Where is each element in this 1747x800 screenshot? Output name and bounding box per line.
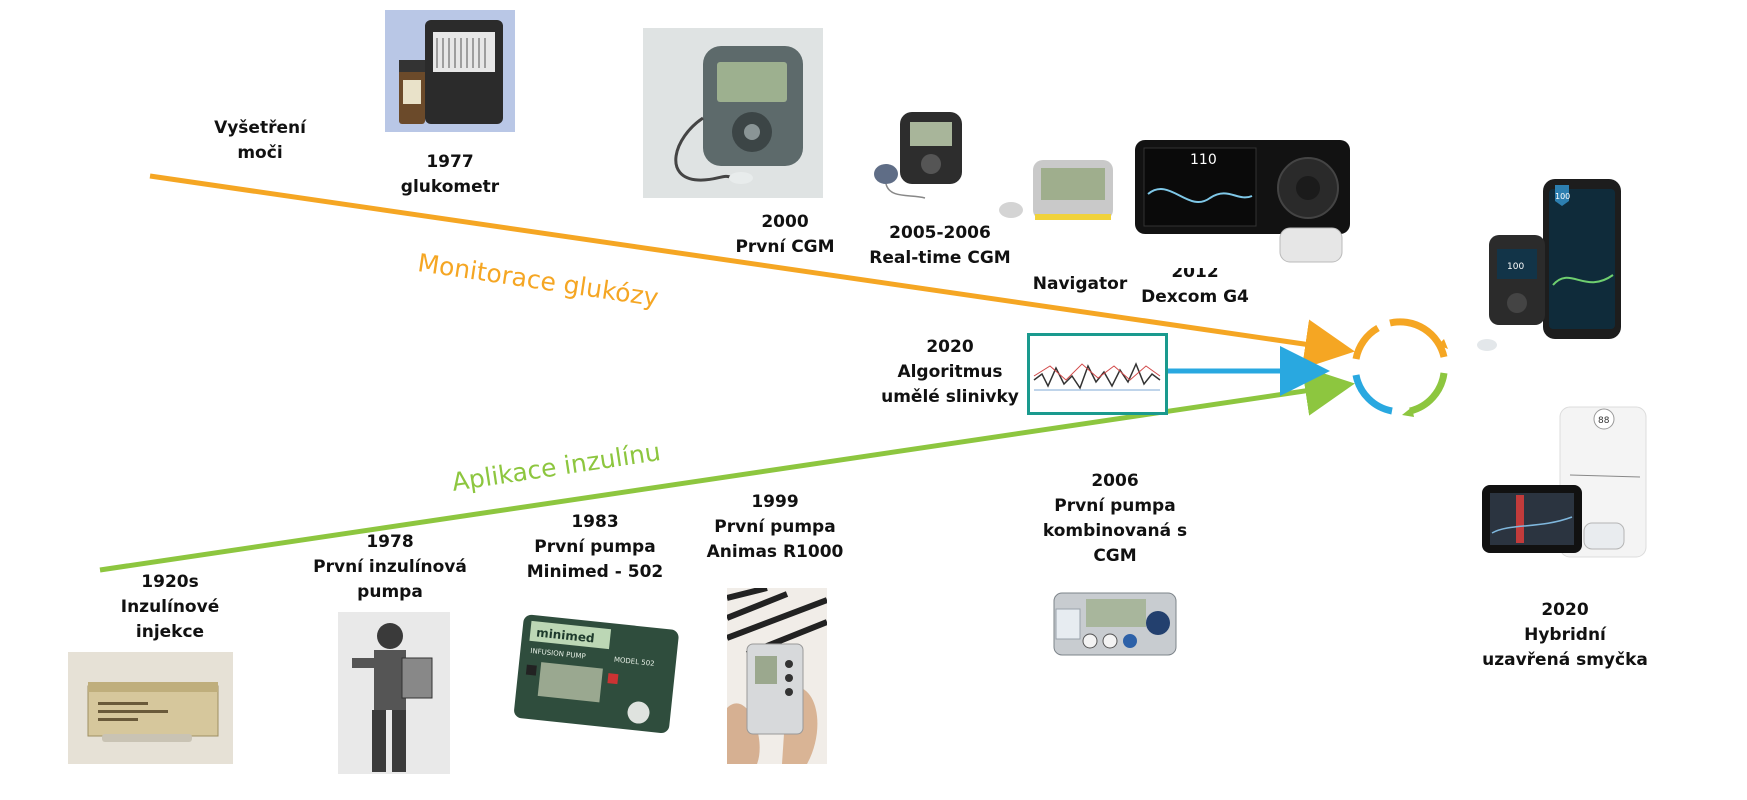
label-urine-test: Vyšetření moči <box>190 116 330 166</box>
label-line: CGM <box>1093 546 1137 566</box>
label-first-cgm: 2000 První CGM <box>715 210 855 260</box>
label-line: Animas R1000 <box>706 542 844 562</box>
label-line: Inzulínové <box>120 597 220 617</box>
navigator-receiver-icon <box>995 150 1120 230</box>
hybrid-loop-pump-phone-icon: 100 100 <box>1475 175 1630 355</box>
label-line: injekce <box>135 622 205 642</box>
app-reading: 88 <box>1598 416 1610 426</box>
label-year: 1977 <box>426 152 474 172</box>
label-line: Hybridní <box>1524 625 1606 645</box>
label-line: První pumpa <box>714 517 836 537</box>
monitoring-timeline-arrow <box>149 173 1355 369</box>
label-line: glukometr <box>400 177 500 197</box>
label-line: umělé slinivky <box>881 387 1019 407</box>
label-line: moči <box>237 143 283 163</box>
first-cgm-device-icon <box>643 28 823 198</box>
combined-pump-cgm-icon <box>1050 583 1180 663</box>
label-year: 2006 <box>1091 471 1139 491</box>
label-minimed: 1983 První pumpa Minimed - 502 <box>520 510 670 585</box>
label-line: Dexcom G4 <box>1141 287 1249 307</box>
label-year: 2000 <box>761 212 809 232</box>
algorithm-graph-icon <box>1027 333 1168 415</box>
label-line: kombinovaná s <box>1042 521 1188 541</box>
label-line: První inzulínová <box>313 557 467 577</box>
insulin-timeline-arrow <box>99 366 1355 573</box>
animas-pump-icon <box>727 588 827 764</box>
label-glucometer: 1977 glukometr <box>380 150 520 200</box>
pump-reading: 100 <box>1507 262 1524 272</box>
label-year: 1999 <box>751 492 799 512</box>
realtime-cgm-device-icon <box>870 104 980 206</box>
minimed-502-pump-icon: minimed INFUSION PUMP MODEL 502 <box>512 612 682 742</box>
label-line: První pumpa <box>534 537 656 557</box>
label-year: 1983 <box>571 512 619 532</box>
label-line: První CGM <box>735 237 835 257</box>
label-line: uzavřená smyčka <box>1482 650 1648 670</box>
minimed-brand: minimed <box>536 625 596 645</box>
label-animas: 1999 První pumpa Animas R1000 <box>700 490 850 565</box>
label-combined-pump: 2006 První pumpa kombinovaná s CGM <box>1040 469 1190 569</box>
label-algorithm: 2020 Algoritmus umělé slinivky <box>870 335 1030 410</box>
glucometer-icon <box>385 10 515 132</box>
phone-reading: 100 <box>1555 192 1570 201</box>
label-line: Vyšetření <box>214 118 306 138</box>
early-insulin-pump-icon <box>338 612 450 774</box>
label-year: 2005-2006 <box>889 223 991 243</box>
dexcom-reading: 110 <box>1190 152 1217 168</box>
label-year: 1978 <box>366 532 414 552</box>
label-line: Minimed - 502 <box>526 562 664 582</box>
label-line: První pumpa <box>1054 496 1176 516</box>
label-year: 1920s <box>141 572 199 592</box>
label-insulin-injection: 1920s Inzulínové injekce <box>100 570 240 645</box>
label-first-insulin-pump: 1978 První inzulínová pumpa <box>305 530 475 605</box>
label-navigator: Navigator <box>1020 272 1140 297</box>
label-hybrid-closed-loop: 2020 Hybridní uzavřená smyčka <box>1480 598 1650 673</box>
label-line: Real-time CGM <box>869 248 1011 268</box>
closed-loop-cycle-icon <box>1352 318 1448 417</box>
label-line: pumpa <box>357 582 423 602</box>
label-line: Navigator <box>1032 274 1128 294</box>
insulin-vial-box-icon <box>68 652 233 764</box>
label-line: Algoritmus <box>897 362 1003 382</box>
hybrid-loop-controller-icon: 88 <box>1480 405 1650 560</box>
label-year: 2020 <box>1541 600 1589 620</box>
label-year: 2020 <box>926 337 974 357</box>
dexcom-g4-receiver-icon: 110 <box>1130 136 1360 268</box>
label-realtime-cgm: 2005-2006 Real-time CGM <box>855 221 1025 271</box>
